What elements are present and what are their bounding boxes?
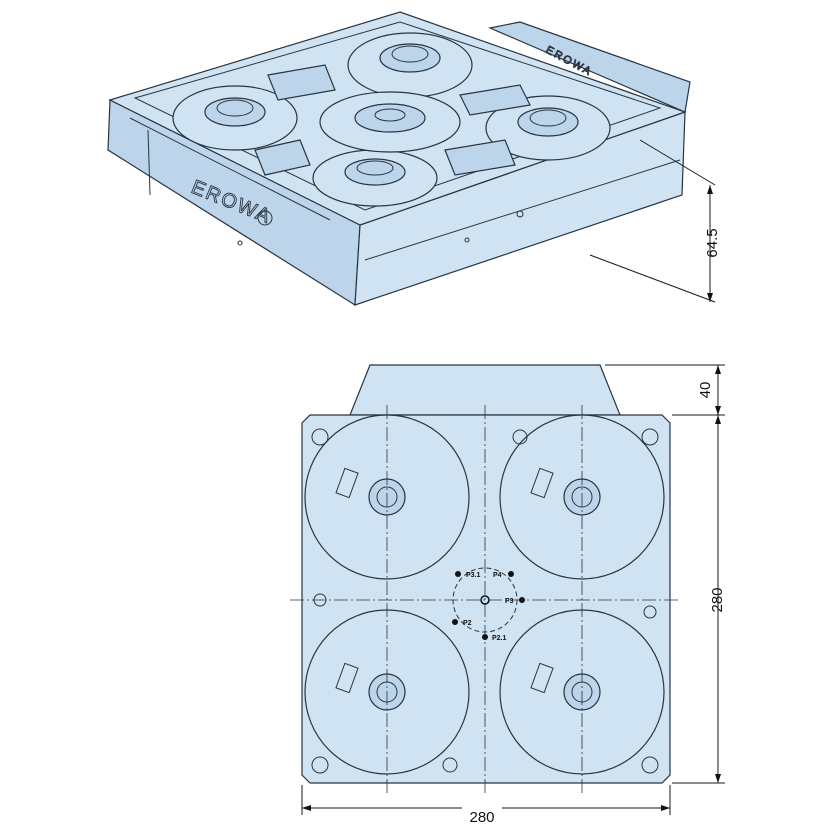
point-p2-label: P2 — [463, 620, 472, 627]
point-p3-label: P3 — [505, 598, 514, 605]
isometric-view: EROWA EROWA 64.5 — [107, 11, 721, 307]
chuck-iso-4 — [312, 149, 438, 207]
point-p4-label: P4 — [493, 572, 502, 579]
height-dimension-label: 64.5 — [704, 228, 721, 257]
height-280-dimension-label: 280 — [709, 587, 726, 612]
chuck-iso-1 — [172, 85, 298, 151]
point-p2-1-label: P2.1 — [492, 635, 507, 642]
extension-dimension-label: 40 — [697, 382, 714, 399]
width-280-dimension-label: 280 — [469, 809, 494, 826]
erowa-emblem-icon — [257, 210, 273, 226]
chuck-iso-3 — [485, 95, 611, 161]
rear-block — [487, 21, 691, 113]
top-view: P3.1 P4 P3 P2 P2.1 40 280 280 — [290, 364, 726, 826]
center-chuck-iso — [319, 91, 461, 153]
chuck-iso-2 — [347, 32, 473, 98]
point-p3-1-label: P3.1 — [466, 572, 481, 579]
